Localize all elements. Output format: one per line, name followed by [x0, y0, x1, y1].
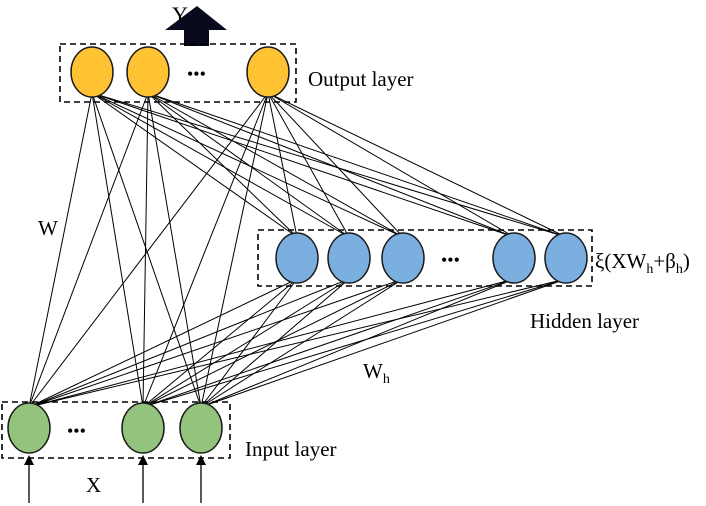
output-weight-edge-7 [147, 92, 404, 238]
hidden-weight-edge-11 [200, 278, 350, 408]
output-node-1 [70, 46, 114, 98]
output-weight-edge-0 [91, 92, 298, 238]
input-ellipsis: ••• [67, 421, 86, 441]
output-weight-edge-3 [91, 92, 515, 238]
input-output-edge-3 [91, 92, 144, 408]
output-weight-edge-5 [147, 92, 298, 238]
output-weight-edge-10 [267, 92, 298, 238]
hidden-node-3 [381, 232, 425, 284]
hidden-node-1 [275, 232, 319, 284]
input-output-edge-8 [200, 92, 269, 408]
output-weight-edge-4 [91, 92, 567, 238]
output-node-3 [246, 46, 290, 98]
output-weight-edge-1 [91, 92, 350, 238]
input-layer-label: Input layer [245, 437, 337, 461]
output-weight-edge-8 [147, 92, 515, 238]
input-node-1 [7, 402, 51, 454]
hidden-activation-label: ξ(XWh+βh) [595, 249, 690, 277]
output-layer-box [59, 43, 297, 103]
hidden-ellipsis: ••• [441, 250, 460, 270]
input-output-edge-2 [28, 92, 269, 408]
input-arrows [24, 455, 206, 503]
input-output-edge-1 [28, 92, 149, 408]
output-weight-edge-13 [267, 92, 515, 238]
connection-lines [28, 92, 567, 408]
hidden-weight-edge-14 [200, 278, 567, 408]
input-output-edge-0 [28, 92, 93, 408]
hidden-weight-edge-9 [142, 278, 567, 408]
hidden-node-5 [544, 232, 588, 284]
input-symbol: X [86, 473, 101, 497]
output-symbol: Y [172, 2, 188, 27]
input-output-edge-4 [142, 92, 149, 408]
hidden-node-2 [327, 232, 371, 284]
hidden-weight-edge-4 [28, 278, 567, 408]
hidden-nodes [275, 232, 588, 284]
hidden-layer-box [257, 229, 593, 287]
hidden-weight-edge-6 [142, 278, 350, 408]
output-weight-edge-9 [147, 92, 567, 238]
input-layer-box [1, 401, 231, 459]
hidden-weights-label: Wh [363, 359, 390, 387]
output-arrow-icon [165, 6, 227, 46]
output-weight-edge-2 [91, 92, 404, 238]
hidden-weight-edge-3 [28, 278, 515, 408]
input-output-edge-6 [91, 92, 202, 408]
hidden-node-4 [492, 232, 536, 284]
input-arrowhead-icon [24, 455, 34, 465]
output-nodes [70, 46, 290, 98]
hidden-weight-edge-2 [28, 278, 404, 408]
hidden-weight-edge-12 [200, 278, 404, 408]
hidden-weight-edge-5 [142, 278, 298, 408]
input-output-edge-5 [142, 92, 269, 408]
output-node-2 [126, 46, 170, 98]
input-node-2 [121, 402, 165, 454]
hidden-weight-edge-13 [200, 278, 515, 408]
output-weight-edge-6 [147, 92, 350, 238]
output-weight-edge-11 [267, 92, 350, 238]
input-nodes [7, 402, 223, 454]
hidden-weight-edge-1 [28, 278, 350, 408]
input-arrowhead-icon [196, 455, 206, 465]
input-arrowhead-icon [138, 455, 148, 465]
input-node-3 [179, 402, 223, 454]
hidden-weight-edge-7 [142, 278, 404, 408]
output-layer-label: Output layer [308, 67, 414, 91]
input-output-edge-7 [147, 92, 202, 408]
output-weight-edge-14 [267, 92, 567, 238]
hidden-weight-edge-10 [200, 278, 298, 408]
output-ellipsis: ••• [187, 64, 206, 84]
hidden-layer-label: Hidden layer [530, 309, 639, 333]
hidden-weight-edge-0 [28, 278, 298, 408]
output-weight-edge-12 [267, 92, 404, 238]
output-weights-label: W [38, 216, 58, 240]
hidden-weight-edge-8 [142, 278, 515, 408]
